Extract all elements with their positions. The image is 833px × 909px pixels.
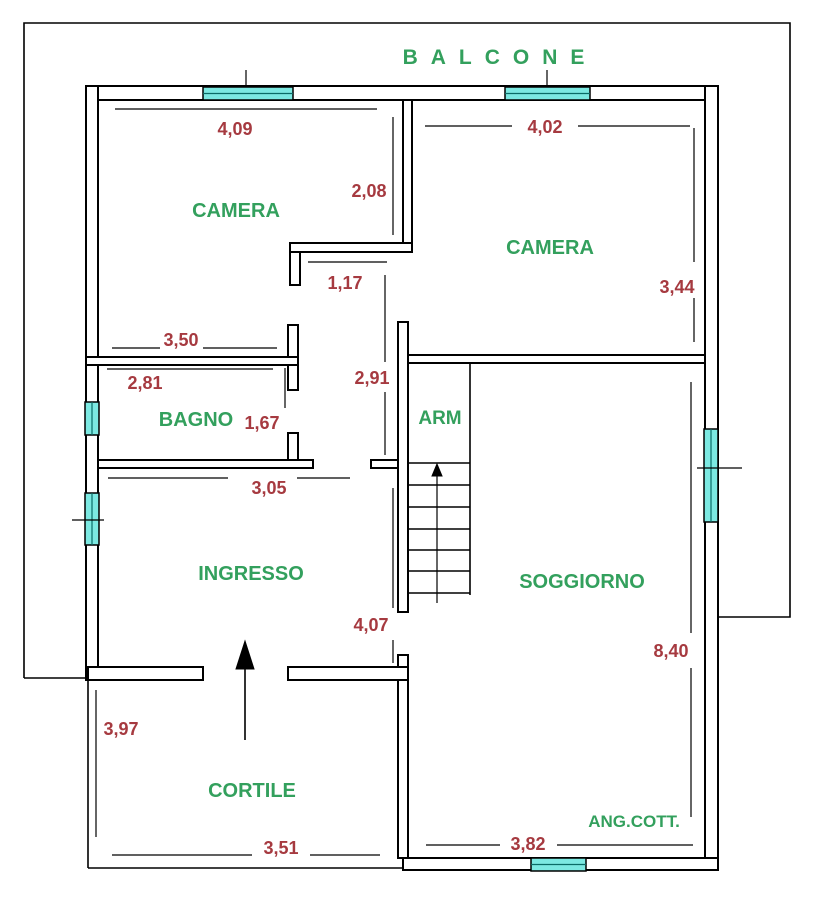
cortile-boundary: [87, 680, 403, 869]
room-label-cortile: CORTILE: [208, 780, 296, 802]
wall-bagno-top: [85, 356, 299, 366]
dimension-labels: 4,09 4,02 2,08 1,17 3,44 3,50 2,81 2,91 …: [102, 116, 696, 860]
room-label-ang-cott: ANG.COTT.: [588, 812, 680, 831]
wall-between-cameras: [402, 99, 413, 253]
stairs-up-arrow-icon: [431, 462, 443, 477]
room-label-camera-1: CAMERA: [192, 200, 280, 222]
dim-label-4-07: 4,07: [353, 615, 388, 635]
wall-camera2-south: [407, 354, 706, 364]
wall-corridor-east: [397, 321, 409, 613]
balcony-outline: [23, 22, 791, 678]
stairs: [408, 462, 470, 603]
dim-label-3-05: 3,05: [251, 478, 286, 498]
dim-label-4-02: 4,02: [527, 117, 562, 137]
balcony-frame: [23, 22, 791, 679]
dim-label-2-81: 2,81: [127, 373, 162, 393]
dim-label-1-67: 1,67: [244, 413, 279, 433]
dim-label-3-97: 3,97: [103, 719, 138, 739]
wall-ingresso-bottom-right: [287, 666, 409, 681]
dim-label-3-44: 3,44: [659, 277, 694, 297]
wall-ingresso-top-left: [97, 459, 314, 469]
dim-label-2-91: 2,91: [354, 368, 389, 388]
wall-corridor-west-jamb: [289, 251, 301, 286]
dim-label-3-51: 3,51: [263, 838, 298, 858]
wall-step: [289, 242, 413, 253]
entrance-arrow: [235, 639, 255, 740]
room-label-ingresso: INGRESSO: [198, 563, 304, 585]
entrance-arrow-icon: [235, 639, 255, 670]
dim-label-2-08: 2,08: [351, 181, 386, 201]
wall-ingresso-bottom-left: [87, 666, 204, 681]
room-label-soggiorno: SOGGIORNO: [519, 571, 645, 593]
dim-label-4-09: 4,09: [217, 119, 252, 139]
windows-layer: [84, 86, 719, 872]
room-label-camera-2: CAMERA: [506, 237, 594, 259]
dim-label-3-82: 3,82: [510, 834, 545, 854]
room-label-balcone: BALCONE: [403, 46, 598, 69]
dim-label-8-40: 8,40: [653, 641, 688, 661]
wall-left: [85, 85, 99, 681]
room-label-arm: ARM: [418, 408, 461, 429]
room-labels: BALCONE CAMERA CAMERA BAGNO ARM INGRESSO…: [158, 45, 682, 833]
wall-top: [85, 85, 719, 101]
wall-soggiorno-west: [397, 654, 409, 859]
dim-label-3-50: 3,50: [163, 330, 198, 350]
dimension-lines: [72, 70, 742, 856]
room-label-bagno: BAGNO: [159, 409, 233, 431]
dim-label-1-17: 1,17: [327, 273, 362, 293]
